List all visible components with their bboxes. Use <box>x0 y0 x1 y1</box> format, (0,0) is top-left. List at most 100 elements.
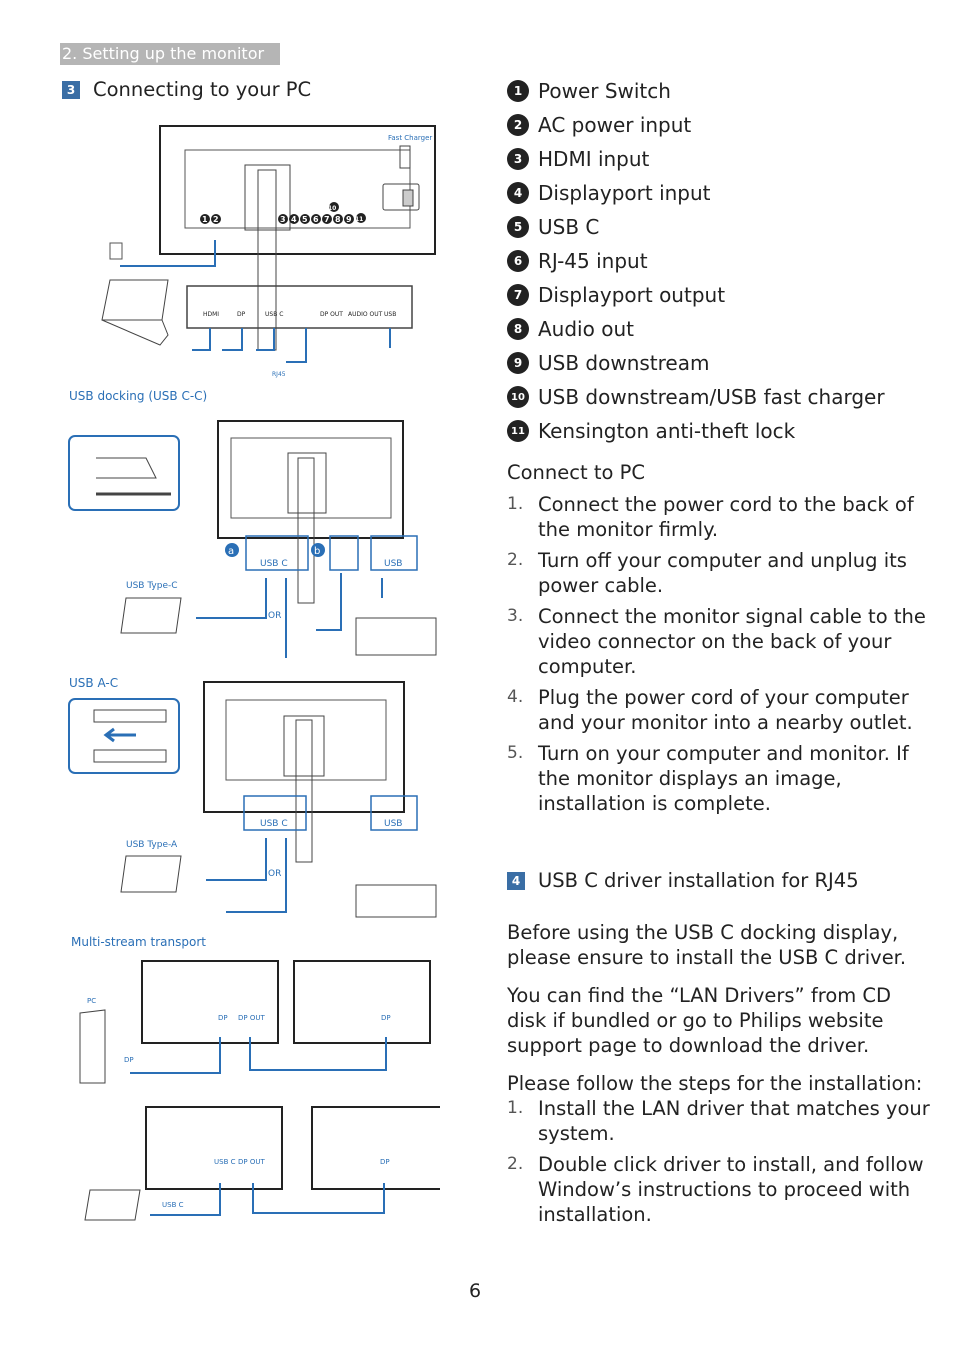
or-label: OR <box>268 611 281 621</box>
item-number: 11 <box>507 420 529 442</box>
usb-ac-diagram: USB C USB USB Type-A OR <box>68 681 437 918</box>
num-3: 3 <box>280 215 286 224</box>
item-number: 2 <box>507 114 529 136</box>
list-item: 9 USB downstream <box>507 346 885 380</box>
item-label: USB downstream <box>538 351 710 375</box>
num-5: 5 <box>302 215 308 224</box>
pc-label: PC <box>87 997 96 1005</box>
step-item: 4.Plug the power cord of your computer a… <box>507 685 932 735</box>
caption-mst: Multi-stream transport <box>71 935 206 949</box>
mst-diagram: PC DP DP DP OUT DP USB C DP OUT DP USB C <box>79 960 440 1221</box>
item-number: 9 <box>507 352 529 374</box>
step-number: 2. <box>507 550 524 570</box>
fast-charger-label: Fast Charger <box>388 134 432 142</box>
monitor-ports-diagram: Fast Charger 1 2 3 4 5 6 7 8 9 10 11 HDM… <box>101 125 436 378</box>
step-item: 5. Turn on your computer and monitor. If … <box>507 741 932 816</box>
num-10: 10 <box>328 205 336 212</box>
header-title: USB C driver installation for RJ45 <box>538 869 859 892</box>
num-6: 6 <box>313 215 319 224</box>
item-label: USB downstream/USB fast charger <box>538 385 885 409</box>
dp-label-2: DP <box>381 1014 391 1022</box>
para-lan-drivers: You can find the “LAN Drivers” from CD d… <box>507 984 892 1057</box>
step-item: 1. Connect the power cord to the back of … <box>507 492 932 542</box>
port-audio-label: AUDIO OUT <box>348 311 383 318</box>
or-label-2: OR <box>268 869 281 879</box>
list-item: 2 AC power input <box>507 108 885 142</box>
step-text: Turn off your computer and unplug its po… <box>538 549 907 597</box>
list-item: 3 HDMI input <box>507 142 885 176</box>
dp-label-3: DP <box>380 1158 390 1166</box>
step-number: 1. <box>507 494 524 514</box>
item-number: 5 <box>507 216 529 238</box>
item-number: 1 <box>507 80 529 102</box>
page-number: 6 <box>469 1280 482 1302</box>
item-label: Displayport output <box>538 283 726 307</box>
item-number: 3 <box>507 148 529 170</box>
marker-b: b <box>314 546 320 557</box>
usb-cc-diagram: a b USB C USB USB Type-C OR <box>68 420 437 658</box>
item-label: AC power input <box>538 113 692 137</box>
step-text: Install the LAN driver that matches your… <box>538 1097 930 1145</box>
item-label: Kensington anti-theft lock <box>538 419 796 443</box>
step-text: Turn on your computer and monitor. If th… <box>538 742 909 815</box>
step-number: 3. <box>507 606 524 626</box>
step-text: Connect the power cord to the back of th… <box>538 493 914 541</box>
item-label: HDMI input <box>538 147 650 171</box>
step-number: 5. <box>507 743 524 763</box>
list-item: 10 USB downstream/USB fast charger <box>507 380 885 414</box>
para-follow-steps: Please follow the steps for the installa… <box>507 1072 923 1095</box>
item-label: RJ-45 input <box>538 249 648 273</box>
item-number: 8 <box>507 318 529 340</box>
para-before-using: Before using the USB C docking display, … <box>507 921 907 969</box>
num-1: 1 <box>202 215 208 224</box>
header-number: 3 <box>62 80 80 99</box>
connecting-header: 3 Connecting to your PC <box>62 78 311 101</box>
caption-usb-docking: USB docking (USB C-C) <box>69 389 208 403</box>
port-usbc-label: USB C <box>265 311 283 318</box>
section-tag: 2. Setting up the monitor <box>60 43 280 65</box>
connect-steps: 1. Connect the power cord to the back of … <box>507 492 932 822</box>
port-dp-label: DP <box>237 311 246 318</box>
step-item: 3. Connect the monitor signal cable to th… <box>507 604 932 679</box>
num-9: 9 <box>346 215 352 224</box>
item-number: 6 <box>507 250 529 272</box>
usb-typea-label: USB Type-A <box>126 840 178 850</box>
list-item: 6 RJ-45 input <box>507 244 885 278</box>
dp-label-1: DP <box>218 1014 228 1022</box>
step-number: 2. <box>507 1154 524 1174</box>
item-label: Power Switch <box>538 79 671 103</box>
dpout-label-1: DP OUT <box>238 1014 265 1022</box>
step-text: Connect the monitor signal cable to the … <box>538 605 926 678</box>
list-item: 8 Audio out <box>507 312 885 346</box>
step-text: Double click driver to install, and foll… <box>538 1153 924 1226</box>
component-list: 1 Power Switch 2 AC power input 3 HDMI inpu… <box>507 74 885 448</box>
usb-typec-label: USB Type-C <box>126 581 178 591</box>
dpout-label-2: DP OUT <box>238 1158 265 1166</box>
port-hdmi-label: HDMI <box>203 311 219 318</box>
port-usb-label: USB <box>384 311 396 318</box>
item-label: Displayport input <box>538 181 711 205</box>
usb-port-label-2: USB <box>384 819 402 829</box>
step-number: 4. <box>507 687 524 707</box>
item-number: 10 <box>507 386 529 408</box>
usbc-label-laptop: USB C <box>162 1201 184 1209</box>
num-11: 11 <box>355 216 363 223</box>
usb-port-label: USB <box>384 559 402 569</box>
port-dpout-label: DP OUT <box>320 311 343 318</box>
dp-label-pc: DP <box>124 1056 134 1064</box>
list-item: 11 Kensington anti-theft lock <box>507 414 885 448</box>
caption-usba: USB A-C <box>69 676 119 690</box>
driver-header: 4 USB C driver installation for RJ45 <box>507 869 859 892</box>
item-number: 7 <box>507 284 529 306</box>
step-item: 2. Turn off your computer and unplug its … <box>507 548 932 598</box>
step-item: 2. Double click driver to install, and fo… <box>507 1152 932 1227</box>
connect-title: Connect to PC <box>507 461 645 484</box>
num-8: 8 <box>335 215 341 224</box>
install-steps: 1.Install the LAN driver that matches yo… <box>507 1096 932 1233</box>
usbc-port-label: USB C <box>260 559 288 569</box>
header-title: Connecting to your PC <box>93 78 312 101</box>
num-7: 7 <box>324 215 330 224</box>
item-label: Audio out <box>538 317 634 341</box>
